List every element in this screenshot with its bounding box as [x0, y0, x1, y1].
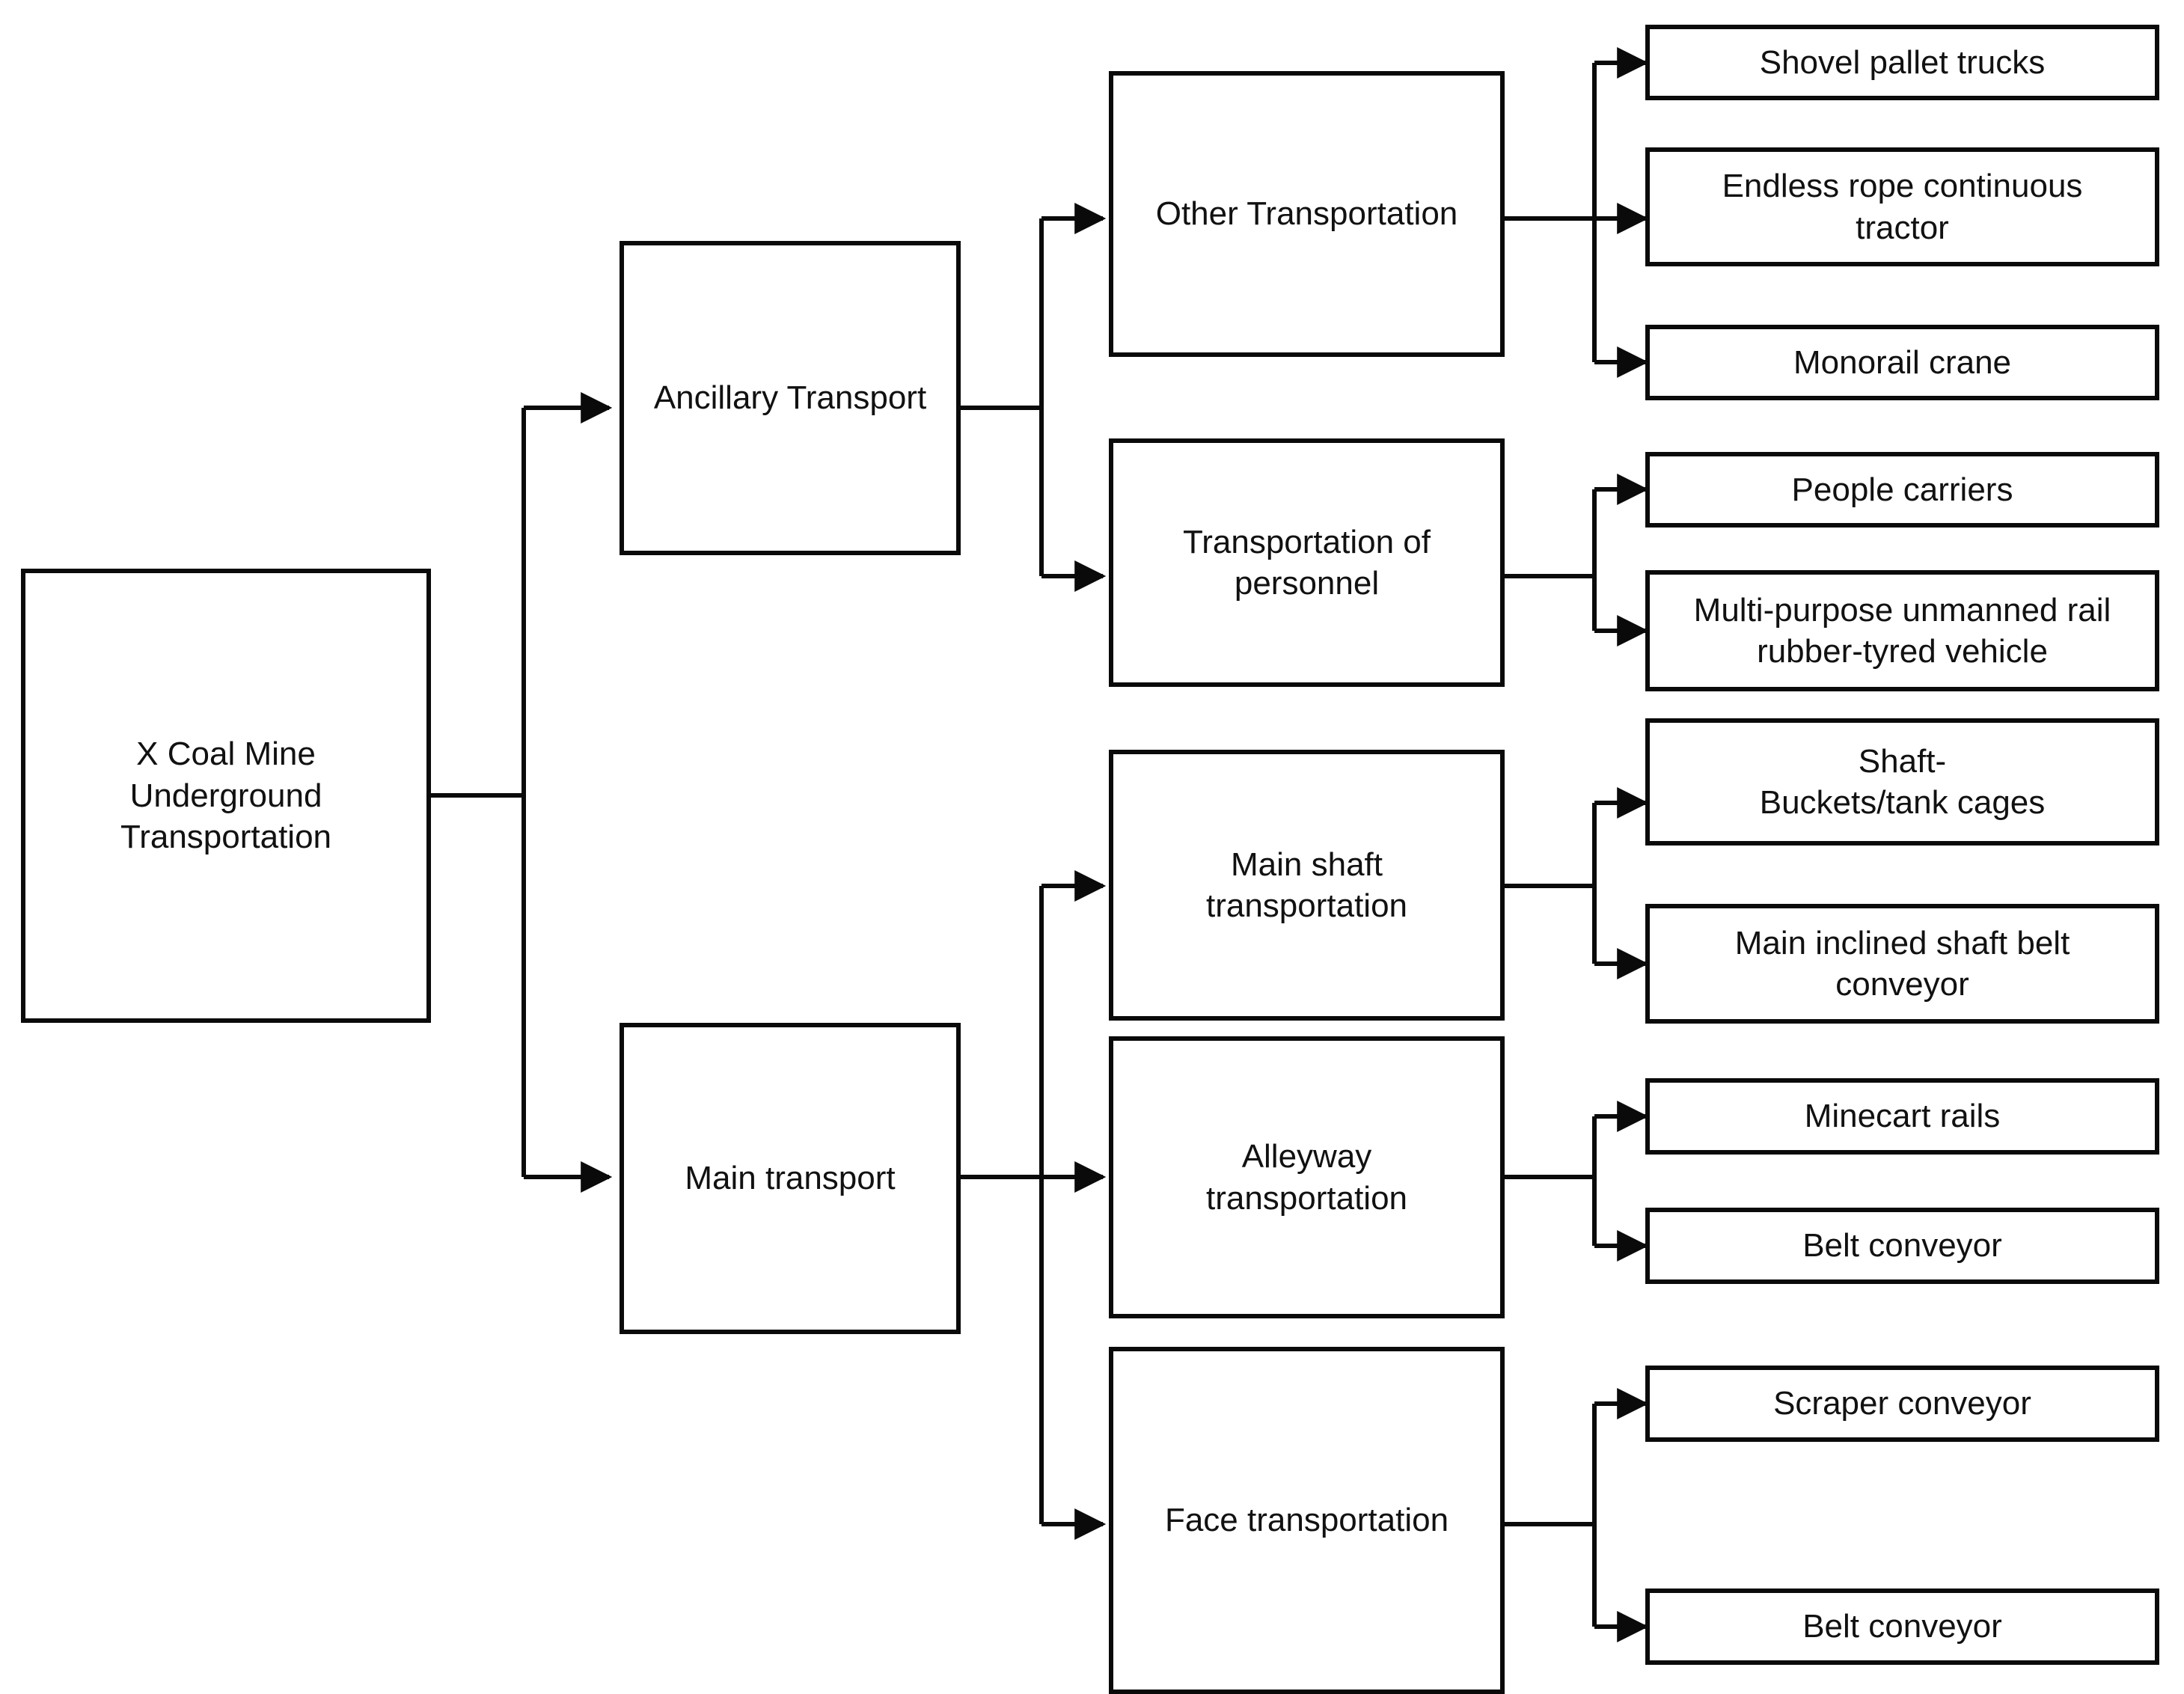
- node-alleyway-transportation-label: Alleyway transportation: [1205, 1138, 1408, 1217]
- node-alleyway-belt-conveyor[interactable]: Belt conveyor: [1645, 1208, 2159, 1284]
- node-ancillary-transport[interactable]: Ancillary Transport: [620, 241, 961, 555]
- node-alleyway-belt-conveyor-label: Belt conveyor: [1802, 1227, 2002, 1265]
- node-shaft-buckets-tank-cages-label: Shaft- Buckets/tank cages: [1759, 742, 2046, 821]
- node-scraper-conveyor[interactable]: Scraper conveyor: [1645, 1366, 2159, 1442]
- node-scraper-conveyor-label: Scraper conveyor: [1773, 1385, 2031, 1422]
- node-alleyway-transportation[interactable]: Alleyway transportation: [1109, 1036, 1505, 1318]
- node-face-transportation-label: Face transportation: [1164, 1502, 1449, 1539]
- node-other-transportation[interactable]: Other Transportation: [1109, 71, 1505, 357]
- node-main-inclined-shaft-belt-conveyor[interactable]: Main inclined shaft belt conveyor: [1645, 904, 2159, 1024]
- node-people-carriers[interactable]: People carriers: [1645, 452, 2159, 528]
- node-face-belt-conveyor-label: Belt conveyor: [1802, 1608, 2002, 1645]
- node-people-carriers-label: People carriers: [1791, 471, 2013, 508]
- node-main-shaft-transportation[interactable]: Main shaft transportation: [1109, 750, 1505, 1021]
- node-face-transportation[interactable]: Face transportation: [1109, 1347, 1505, 1694]
- node-main-transport[interactable]: Main transport: [620, 1023, 961, 1334]
- node-monorail-crane-label: Monorail crane: [1793, 343, 2012, 381]
- node-root[interactable]: X Coal Mine Underground Transportation: [21, 569, 431, 1023]
- node-multi-purpose-unmanned-rail-vehicle[interactable]: Multi-purpose unmanned rail rubber-tyred…: [1645, 570, 2159, 691]
- node-root-label: X Coal Mine Underground Transportation: [120, 736, 332, 856]
- node-face-belt-conveyor[interactable]: Belt conveyor: [1645, 1588, 2159, 1665]
- node-endless-rope-continuous-tractor[interactable]: Endless rope continuous tractor: [1645, 147, 2159, 266]
- node-transportation-of-personnel-label: Transportation of personnel: [1183, 523, 1431, 602]
- node-other-transportation-label: Other Transportation: [1155, 195, 1458, 233]
- node-shovel-pallet-trucks[interactable]: Shovel pallet trucks: [1645, 25, 2159, 100]
- node-shovel-pallet-trucks-label: Shovel pallet trucks: [1759, 43, 2046, 81]
- node-endless-rope-continuous-tractor-label: Endless rope continuous tractor: [1722, 168, 2083, 246]
- node-monorail-crane[interactable]: Monorail crane: [1645, 325, 2159, 400]
- node-minecart-rails-label: Minecart rails: [1804, 1098, 2001, 1135]
- node-main-shaft-transportation-label: Main shaft transportation: [1205, 846, 1408, 924]
- node-ancillary-transport-label: Ancillary Transport: [653, 379, 927, 417]
- node-minecart-rails[interactable]: Minecart rails: [1645, 1078, 2159, 1155]
- node-transportation-of-personnel[interactable]: Transportation of personnel: [1109, 438, 1505, 687]
- node-main-inclined-shaft-belt-conveyor-label: Main inclined shaft belt conveyor: [1734, 924, 2070, 1003]
- node-shaft-buckets-tank-cages[interactable]: Shaft- Buckets/tank cages: [1645, 718, 2159, 846]
- node-main-transport-label: Main transport: [685, 1160, 896, 1197]
- node-multi-purpose-unmanned-rail-vehicle-label: Multi-purpose unmanned rail rubber-tyred…: [1693, 591, 2111, 670]
